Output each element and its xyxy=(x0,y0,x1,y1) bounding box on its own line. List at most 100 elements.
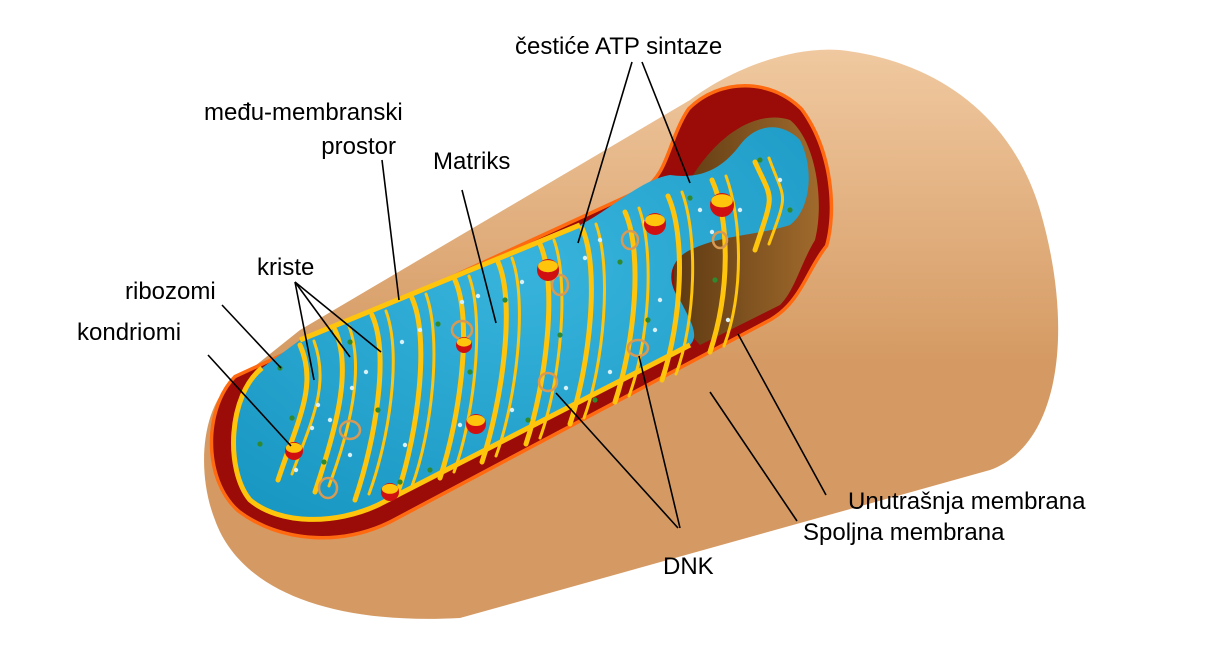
granule xyxy=(582,255,588,261)
granule xyxy=(459,299,465,305)
ribosome xyxy=(397,479,403,485)
dna-ring xyxy=(338,419,362,441)
label-dna: DNK xyxy=(663,553,714,580)
granule xyxy=(652,327,658,333)
dna-ring xyxy=(317,476,339,500)
granules xyxy=(293,177,783,473)
ribosome xyxy=(787,207,793,213)
atp-synthase-particles xyxy=(285,193,734,501)
dna-ring xyxy=(550,273,570,297)
crista-fold-edge xyxy=(367,309,395,496)
granule xyxy=(327,417,333,423)
atp-synthase-cap xyxy=(381,483,399,494)
ribosome xyxy=(347,339,353,345)
granule xyxy=(315,402,321,408)
crista-fold-edge xyxy=(327,324,357,488)
label-intermembrane-space: među-membranski prostor xyxy=(204,96,403,164)
granule xyxy=(475,293,481,299)
granule xyxy=(363,369,369,375)
leader-inner-membrane xyxy=(737,333,827,496)
granule xyxy=(563,385,569,391)
ribosome xyxy=(712,277,718,283)
leader-dna-2 xyxy=(638,355,681,529)
crista-fold-edge xyxy=(767,156,785,246)
ribosome xyxy=(435,321,441,327)
dna-ring xyxy=(626,338,650,358)
atp-synthase-cap xyxy=(711,194,733,208)
leader-cristae-3 xyxy=(294,281,382,353)
ribosome xyxy=(757,157,763,163)
atp-synthase-cap xyxy=(538,260,558,273)
ribosome xyxy=(592,397,598,403)
label-granules: kondriomi xyxy=(77,319,182,346)
ribosome xyxy=(289,415,295,421)
leader-cristae-2 xyxy=(294,281,351,358)
granule xyxy=(349,385,355,391)
crista-fold xyxy=(275,342,310,483)
crista-fold xyxy=(312,327,345,495)
leader-intermembrane xyxy=(381,159,400,301)
granule xyxy=(657,297,663,303)
atp-synthase-cap xyxy=(285,442,303,453)
leader-matrix xyxy=(461,189,497,324)
ribosome xyxy=(557,332,563,338)
atp-synthase-cap xyxy=(456,337,472,347)
label-intermembrane-line1: među-membranski xyxy=(204,99,403,126)
crista-fold xyxy=(395,295,424,495)
crista-fold-edge xyxy=(494,256,521,458)
label-atp-synthase: čestiće ATP sintaze xyxy=(515,33,723,60)
granule xyxy=(347,452,353,458)
crista-fold xyxy=(479,259,509,465)
leader-outer-membrane xyxy=(709,391,798,522)
leader-ribosomes xyxy=(221,304,282,369)
label-ribosomes: ribozomi xyxy=(125,278,216,305)
granule xyxy=(777,177,783,183)
granule xyxy=(697,207,703,213)
granule xyxy=(417,327,423,333)
leader-dna-1 xyxy=(555,392,679,529)
granule xyxy=(293,467,299,473)
atp-synthase-cap xyxy=(645,214,665,227)
granule xyxy=(309,425,315,431)
ribosome xyxy=(427,467,433,473)
dna-ring xyxy=(620,229,640,251)
label-intermembrane-line2: prostor xyxy=(321,133,396,160)
ribosomes xyxy=(257,157,793,485)
granule xyxy=(402,442,408,448)
crista-fold-edge xyxy=(722,174,740,348)
ribosome xyxy=(525,417,531,423)
leader-atp-1 xyxy=(577,61,633,244)
crista-fold-edge xyxy=(410,292,436,488)
ribosome xyxy=(502,297,508,303)
ribosome xyxy=(617,259,623,265)
granule xyxy=(607,369,613,375)
ribosome xyxy=(645,317,651,323)
dna-ring xyxy=(537,371,559,393)
ribosome xyxy=(467,369,473,375)
crista-fold-edge xyxy=(674,190,695,376)
leader-cristae-1 xyxy=(294,281,315,381)
label-matrix: Matriks xyxy=(433,148,511,175)
granule xyxy=(519,279,525,285)
atp-synthase-cap xyxy=(467,415,485,426)
granule xyxy=(725,317,731,323)
crista-fold-edge xyxy=(452,274,479,474)
crista-fold xyxy=(752,159,772,253)
ribosome xyxy=(321,459,327,465)
inner-membrane-outline xyxy=(231,222,692,522)
label-inner-membrane: Unutrašnja membrana xyxy=(848,488,1086,515)
granule xyxy=(399,339,405,345)
ribosome xyxy=(257,441,263,447)
granule xyxy=(737,207,743,213)
granule xyxy=(709,229,715,235)
leader-granules xyxy=(207,354,292,447)
granule xyxy=(597,237,603,243)
ribosome xyxy=(375,407,381,413)
ribosome xyxy=(687,195,693,201)
leader-lines xyxy=(207,61,827,529)
granule xyxy=(457,422,463,428)
label-cristae: kriste xyxy=(257,254,315,281)
dna-ring xyxy=(711,230,729,250)
